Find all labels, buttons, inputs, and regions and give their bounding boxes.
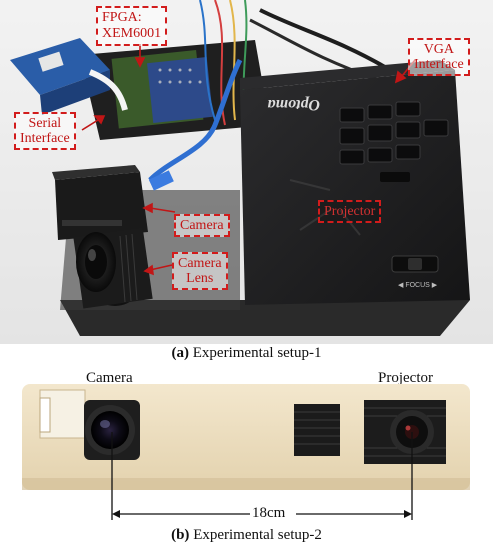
serial-label-line-1: Serial: [28, 116, 62, 131]
usb-cable: [148, 58, 243, 182]
serial-label-line-2: Interface: [20, 131, 70, 146]
vga-interface-label: VGA Interface: [408, 38, 470, 76]
caption-setup-2: (b) Experimental setup-2: [0, 527, 493, 544]
fpga-label-line-2: XEM6001: [102, 26, 162, 41]
projector-label: Projector: [318, 200, 382, 223]
distance-label: 18cm: [252, 505, 286, 521]
camera-label: Camera: [174, 214, 230, 237]
caption-2-letter: (b): [171, 527, 190, 543]
vga-label-line-2: Interface: [414, 57, 464, 72]
vga-label-line-1: VGA: [423, 42, 455, 57]
fpga-label-line-1: FPGA:: [102, 10, 142, 25]
camera-label-text: Camera: [180, 218, 224, 233]
serial-interface-label: Serial Interface: [14, 112, 76, 150]
camera-lens: [73, 227, 153, 309]
setup-2-camera-label: Camera: [86, 370, 133, 386]
caption-1-text: Experimental setup-1: [189, 345, 322, 361]
projector-label-text: Projector: [324, 204, 376, 219]
projector-brand-logo: Optoma: [268, 96, 320, 113]
setup-2-illustration: [22, 384, 470, 498]
experimental-setup-1-photo: Optoma ◀ FOCUS ▶: [0, 0, 493, 344]
vent-grille: [294, 404, 340, 456]
distance-indicator: [111, 432, 413, 498]
caption-1-letter: (a): [171, 345, 190, 361]
lens-label-line-2: Lens: [186, 271, 214, 286]
lens-label-line-1: Camera: [178, 256, 222, 271]
projector-body: [240, 60, 470, 305]
fpga-label: FPGA: XEM6001: [96, 6, 168, 46]
setup-2-camera: [84, 400, 140, 460]
serial-device: [10, 38, 110, 95]
camera-lens-label: Camera Lens: [172, 252, 228, 290]
breadboard: [147, 57, 213, 123]
caption-setup-1: (a) Experimental setup-1: [0, 345, 493, 362]
distance-arrow: [111, 498, 413, 520]
setup-2-projector-label: Projector: [378, 370, 433, 386]
caption-2-text: Experimental setup-2: [189, 527, 322, 543]
focus-text: ◀ FOCUS ▶: [398, 282, 438, 289]
setup-2-projector: [364, 400, 446, 464]
camera-body: [52, 165, 148, 240]
experimental-setup-2-photo: [0, 384, 493, 498]
